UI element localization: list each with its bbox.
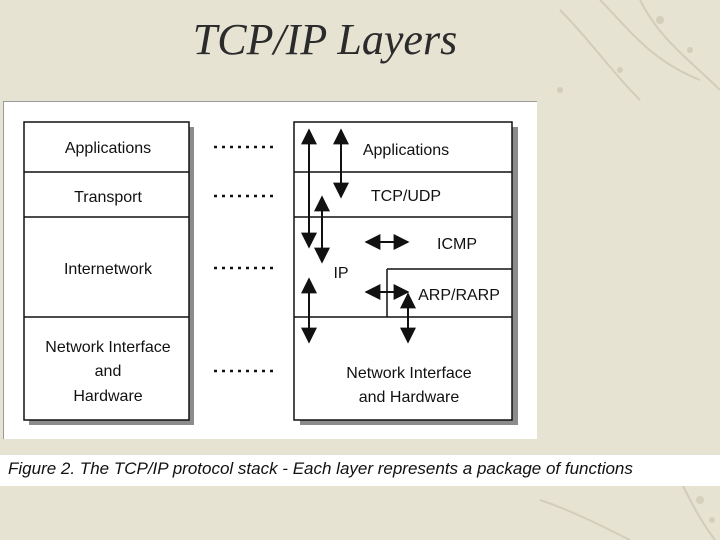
left-transport-label: Transport bbox=[74, 189, 142, 206]
left-network-interface-line2: and bbox=[95, 363, 122, 380]
left-internetwork-label: Internetwork bbox=[64, 261, 153, 278]
right-network-interface-line2: and Hardware bbox=[359, 389, 460, 406]
right-tcp-udp-label: TCP/UDP bbox=[371, 188, 441, 205]
left-network-interface-line1: Network Interface bbox=[45, 339, 170, 356]
protocol-stack-diagram: Applications Transport Internetwork Netw… bbox=[23, 121, 518, 425]
right-applications-label: Applications bbox=[363, 142, 449, 159]
right-ip-label: IP bbox=[333, 265, 348, 282]
figure-caption: Figure 2. The TCP/IP protocol stack - Ea… bbox=[8, 459, 633, 478]
left-applications-label: Applications bbox=[65, 140, 151, 157]
figure-panel: Applications Transport Internetwork Netw… bbox=[3, 101, 537, 439]
right-arp-rarp-label: ARP/RARP bbox=[418, 287, 500, 304]
right-network-interface-line1: Network Interface bbox=[346, 365, 471, 382]
left-network-interface-line3: Hardware bbox=[73, 388, 142, 405]
right-icmp-label: ICMP bbox=[437, 236, 477, 253]
slide-title: TCP/IP Layers bbox=[192, 15, 458, 64]
caption-band bbox=[0, 455, 720, 486]
